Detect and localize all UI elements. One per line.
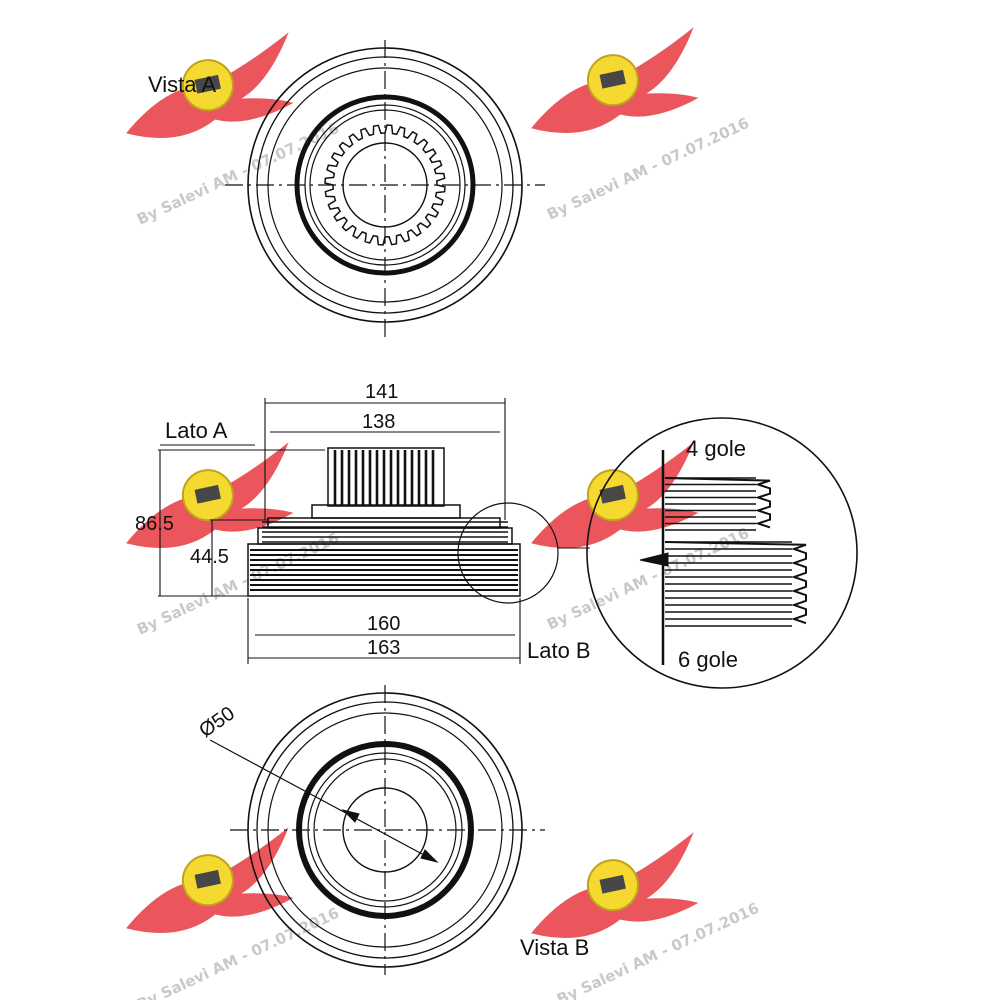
- dimension-lines: [158, 398, 590, 664]
- dim-138-label: 138: [362, 411, 395, 433]
- side-view: [247, 447, 559, 604]
- dimension-labels: 141 138 86.5 44.5 160 163: [135, 381, 400, 659]
- lato-b-label: Lato B: [527, 638, 591, 663]
- lower-grooves: [250, 549, 518, 591]
- dim-163-label: 163: [367, 637, 400, 659]
- upper-grooves: [262, 521, 508, 543]
- vista-b-view: [209, 685, 545, 975]
- vista-b-label: Vista B: [520, 935, 589, 960]
- watermark-logo: [531, 27, 699, 133]
- dim-44-5-label: 44.5: [190, 546, 229, 568]
- view-labels: Vista A Lato A Lato B Vista B: [148, 72, 591, 960]
- watermark-logo: [531, 442, 699, 548]
- watermark-logo: [531, 832, 699, 938]
- detail-6-grooves: [664, 541, 807, 627]
- watermark-logo: [126, 827, 294, 933]
- lato-a-label: Lato A: [165, 418, 228, 443]
- dim-160-label: 160: [367, 613, 400, 635]
- vista-a-label: Vista A: [148, 72, 216, 97]
- grooves-4-label: 4 gole: [686, 436, 746, 461]
- hub-spline-teeth: [333, 450, 435, 505]
- groove-profile: [664, 541, 807, 625]
- dim-141-label: 141: [365, 381, 398, 403]
- spline-gear: [324, 124, 446, 246]
- grooves-6-label: 6 gole: [678, 647, 738, 672]
- watermark-logos: [126, 27, 699, 938]
- watermark-logo: [126, 32, 294, 138]
- groove-detail: [586, 417, 858, 689]
- watermark-logo: [126, 442, 294, 548]
- vista-a-view: [225, 40, 545, 340]
- dim-86-5-label: 86.5: [135, 513, 174, 535]
- detail-labels: 4 gole 6 gole: [678, 436, 746, 672]
- groove-profile: [664, 477, 771, 529]
- detail-4-grooves: [664, 477, 771, 531]
- dia-50-label: Ø50: [195, 702, 239, 742]
